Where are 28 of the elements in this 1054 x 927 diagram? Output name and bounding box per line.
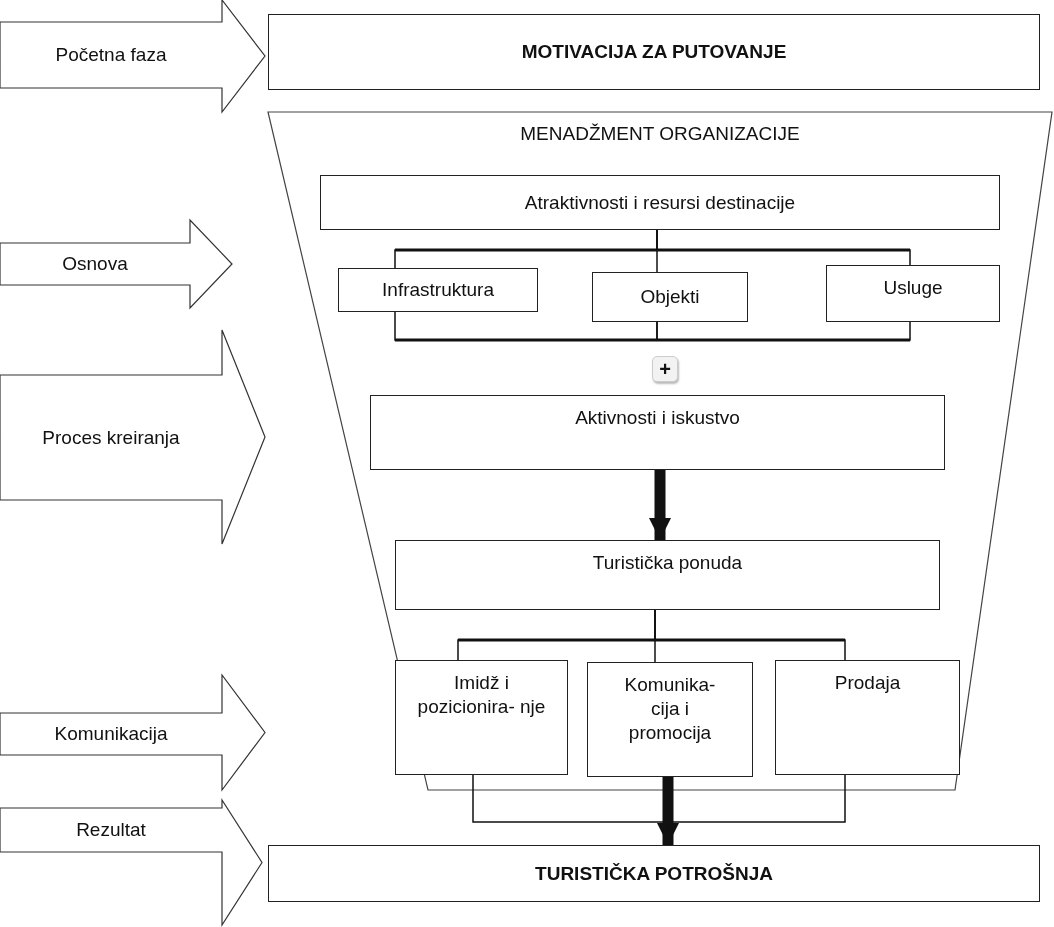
funnel-title: MENADŽMENT ORGANIZACIJE xyxy=(520,122,800,146)
process-box: Objekti xyxy=(592,272,748,322)
phase-label: Početna faza xyxy=(55,43,167,67)
arrow xyxy=(649,470,671,540)
process-box: Prodaja xyxy=(775,660,960,775)
process-box: TURISTIČKA POTROŠNJA xyxy=(268,845,1040,902)
process-box: Komunika- cija i promocija xyxy=(587,662,753,777)
phase-banner xyxy=(0,675,265,790)
plus-sign: + xyxy=(652,356,678,382)
process-box: Turistička ponuda xyxy=(395,540,940,610)
phase-label: Osnova xyxy=(62,252,128,276)
process-box: Atraktivnosti i resursi destinacije xyxy=(320,175,1000,230)
phase-label: Proces kreiranja xyxy=(42,425,180,450)
process-box: Usluge xyxy=(826,265,1000,322)
process-box: Aktivnosti i iskustvo xyxy=(370,395,945,470)
connector-line xyxy=(656,321,911,341)
process-box: MOTIVACIJA ZA PUTOVANJE xyxy=(268,14,1040,90)
connector-line xyxy=(654,609,846,661)
phase-label: Rezultat xyxy=(76,818,146,842)
phase-banner xyxy=(0,800,262,925)
phase-banner xyxy=(0,220,232,308)
connector-line xyxy=(656,229,911,266)
phase-label: Komunikacija xyxy=(54,722,168,746)
arrow xyxy=(657,777,679,845)
phase-banner xyxy=(0,330,265,544)
phase-banner xyxy=(0,0,265,112)
process-box: Imidž i pozicionira- nje xyxy=(395,660,568,775)
process-box: Infrastruktura xyxy=(338,268,538,312)
